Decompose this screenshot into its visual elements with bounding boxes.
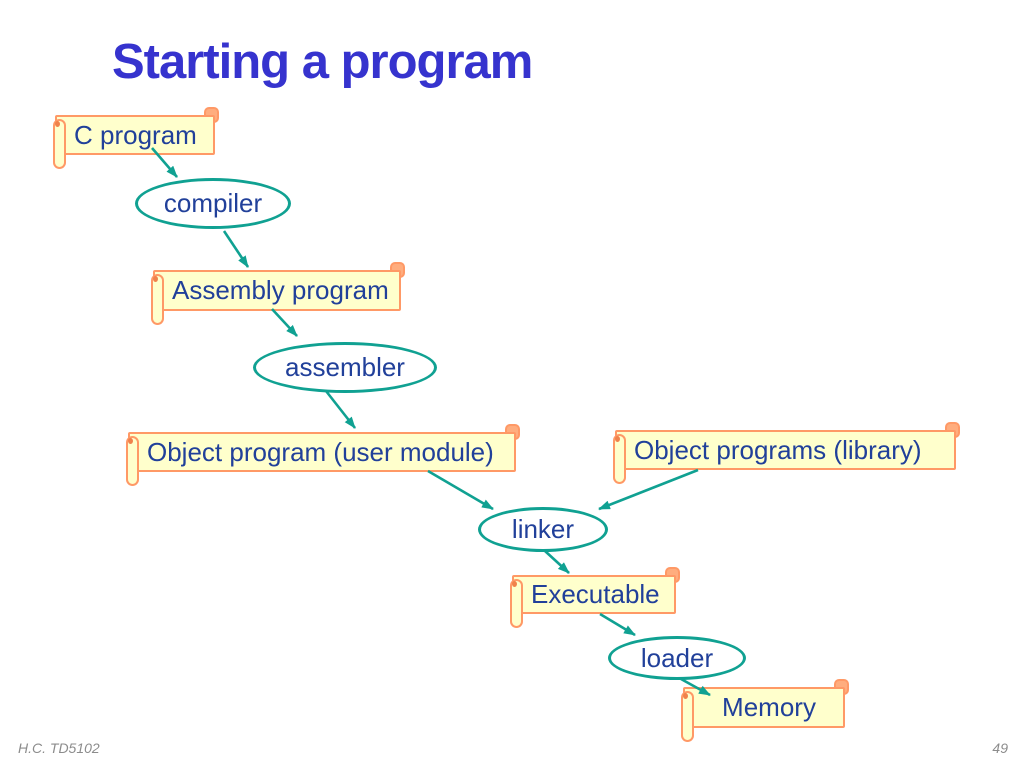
arrow-assembler-to-object-user bbox=[324, 390, 357, 429]
arrow-object-user-to-linker bbox=[427, 469, 494, 511]
scroll-roll-icon bbox=[510, 579, 523, 628]
ellipse-compiler: compiler bbox=[135, 178, 291, 229]
scroll-roll-icon bbox=[126, 436, 139, 486]
arrow-assembly-to-assembler bbox=[271, 308, 298, 337]
scroll-body bbox=[615, 430, 956, 470]
footer-page-number: 49 bbox=[992, 740, 1008, 756]
box-object-program-user-module: Object program (user module) bbox=[126, 424, 520, 486]
ellipse-loader: loader bbox=[608, 636, 746, 680]
box-label: Object program (user module) bbox=[147, 436, 494, 467]
box-memory: Memory bbox=[681, 679, 849, 742]
box-object-programs-library: Object programs (library) bbox=[613, 422, 960, 484]
box-label: Assembly program bbox=[172, 275, 389, 305]
scroll-roll-icon bbox=[151, 274, 164, 325]
ellipse-linker: linker bbox=[478, 507, 608, 552]
arrow-executable-to-loader bbox=[599, 612, 636, 637]
box-label: Executable bbox=[531, 579, 660, 609]
footer-author: H.C. TD5102 bbox=[18, 740, 100, 756]
scroll-body bbox=[55, 115, 215, 155]
box-label: Object programs (library) bbox=[634, 434, 922, 465]
arrow-linker-to-executable bbox=[544, 550, 570, 574]
box-label: C program bbox=[74, 119, 197, 150]
ellipse-assembler: assembler bbox=[253, 342, 437, 393]
scroll-body bbox=[128, 432, 516, 472]
scroll-body bbox=[512, 575, 676, 614]
scroll-roll-icon bbox=[53, 119, 66, 169]
box-executable: Executable bbox=[510, 567, 680, 628]
box-label: Memory bbox=[722, 692, 816, 722]
box-c-program: C program bbox=[53, 107, 219, 169]
arrow-compiler-to-assembly bbox=[222, 230, 250, 268]
box-assembly-program: Assembly program bbox=[151, 262, 405, 325]
slide-title: Starting a program bbox=[112, 35, 533, 89]
